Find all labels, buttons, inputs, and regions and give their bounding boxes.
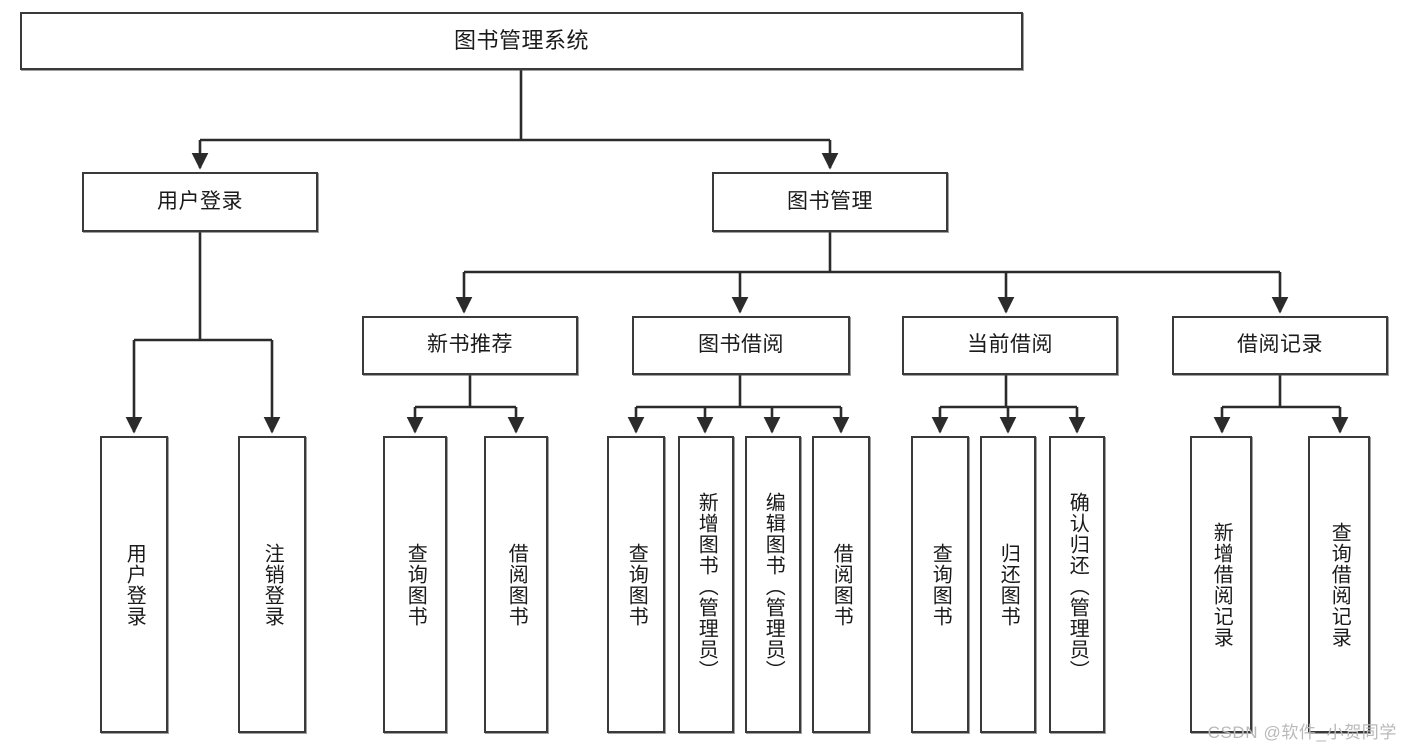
node-leaf-user-login-label: 用户登录	[123, 542, 146, 627]
node-leaf-borrow-book-2[interactable]: 借阅图书	[812, 436, 870, 733]
node-new-book-recommend[interactable]: 新书推荐	[362, 316, 578, 375]
node-leaf-edit-book[interactable]: 编辑图书（管理员）	[745, 436, 801, 733]
node-leaf-add-book[interactable]: 新增图书（管理员）	[678, 436, 734, 733]
node-leaf-query-record[interactable]: 查询借阅记录	[1308, 436, 1370, 733]
node-leaf-confirm-return[interactable]: 确认归还（管理员）	[1049, 436, 1105, 733]
node-leaf-add-record-label: 新增借阅记录	[1210, 521, 1233, 648]
node-leaf-confirm-return-label: 确认归还（管理员）	[1066, 492, 1089, 681]
node-leaf-query-book-3-label: 查询图书	[929, 542, 952, 627]
node-book-manage-label: 图书管理	[787, 189, 873, 213]
node-borrow-record-label: 借阅记录	[1237, 333, 1323, 357]
node-current-borrow-label: 当前借阅	[967, 333, 1053, 357]
node-root[interactable]: 图书管理系统	[20, 12, 1023, 70]
node-leaf-add-record[interactable]: 新增借阅记录	[1190, 436, 1252, 733]
node-user-login[interactable]: 用户登录	[82, 172, 318, 232]
node-leaf-edit-book-label: 编辑图书（管理员）	[762, 492, 785, 681]
node-leaf-add-book-label: 新增图书（管理员）	[695, 492, 718, 681]
node-leaf-borrow-book-2-label: 借阅图书	[830, 542, 853, 627]
node-leaf-query-book-1-label: 查询图书	[404, 542, 427, 627]
node-root-label: 图书管理系统	[453, 28, 589, 54]
node-leaf-logout-login[interactable]: 注销登录	[238, 436, 306, 733]
node-leaf-query-record-label: 查询借阅记录	[1328, 521, 1351, 648]
node-leaf-borrow-book-1[interactable]: 借阅图书	[484, 436, 548, 733]
node-leaf-query-book-2[interactable]: 查询图书	[607, 436, 665, 733]
node-leaf-user-login[interactable]: 用户登录	[100, 436, 168, 733]
node-leaf-query-book-2-label: 查询图书	[625, 542, 648, 627]
node-leaf-return-book-label: 归还图书	[997, 542, 1020, 627]
watermark-text: CSDN @软件_小贺同学	[1207, 723, 1397, 742]
node-leaf-query-book-3[interactable]: 查询图书	[911, 436, 969, 733]
node-leaf-return-book[interactable]: 归还图书	[980, 436, 1036, 733]
node-leaf-query-book-1[interactable]: 查询图书	[383, 436, 447, 733]
node-borrow-record[interactable]: 借阅记录	[1172, 316, 1388, 375]
node-leaf-borrow-book-1-label: 借阅图书	[505, 542, 528, 627]
node-leaf-logout-login-label: 注销登录	[261, 542, 284, 627]
node-user-login-label: 用户登录	[157, 189, 243, 213]
node-current-borrow[interactable]: 当前借阅	[902, 316, 1118, 375]
node-book-manage[interactable]: 图书管理	[712, 172, 948, 232]
node-book-borrow-label: 图书借阅	[698, 333, 784, 357]
node-book-borrow[interactable]: 图书借阅	[632, 316, 850, 375]
node-new-book-recommend-label: 新书推荐	[427, 333, 513, 357]
